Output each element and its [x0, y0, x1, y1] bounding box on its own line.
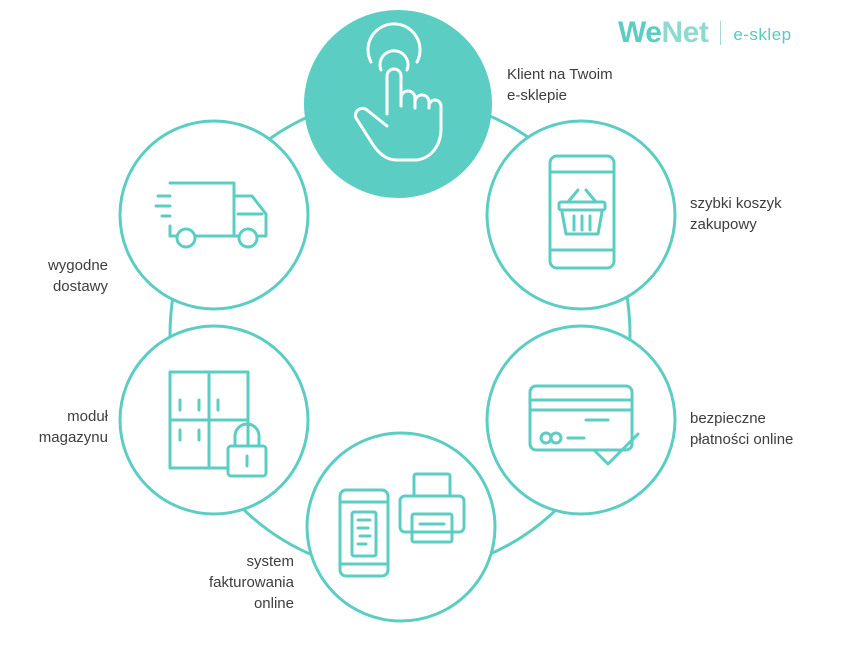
delivery-truck-icon: [154, 181, 268, 249]
node-delivery-circle: [118, 119, 310, 311]
mobile-basket-icon: [548, 154, 616, 270]
pointing-hand-icon: [354, 22, 443, 162]
node-delivery-label: wygodne dostawy: [47, 257, 108, 295]
locker-lock-icon: [168, 370, 268, 478]
phone-printer-icon: [338, 472, 466, 578]
node-delivery: [118, 119, 310, 311]
node-payments-label: bezpieczne płatności online: [690, 410, 794, 448]
brand-logo-net: Net: [661, 16, 709, 49]
credit-card-check-icon: [528, 384, 640, 466]
node-invoicing-label: system fakturowania online: [208, 553, 294, 612]
brand-logo-subtitle: e-sklep: [733, 25, 792, 44]
node-cart: [485, 119, 677, 311]
node-payments-circle: [485, 324, 677, 516]
node-warehouse-label: moduł magazynu: [38, 408, 108, 446]
node-client: [304, 10, 492, 198]
brand-logo-we: We: [618, 16, 662, 49]
brand-logo: WeNet e-sklep: [618, 16, 792, 50]
node-invoicing: [305, 431, 497, 623]
brand-logo-divider: [720, 21, 722, 45]
node-warehouse: [118, 324, 310, 516]
node-cart-label: szybki koszyk zakupowy: [690, 195, 782, 233]
node-payments: [485, 324, 677, 516]
brand-logo-wordmark: WeNet: [618, 16, 709, 50]
node-client-label: Klient na Twoim e-sklepie: [507, 66, 613, 104]
node-client-circle: [304, 10, 492, 198]
